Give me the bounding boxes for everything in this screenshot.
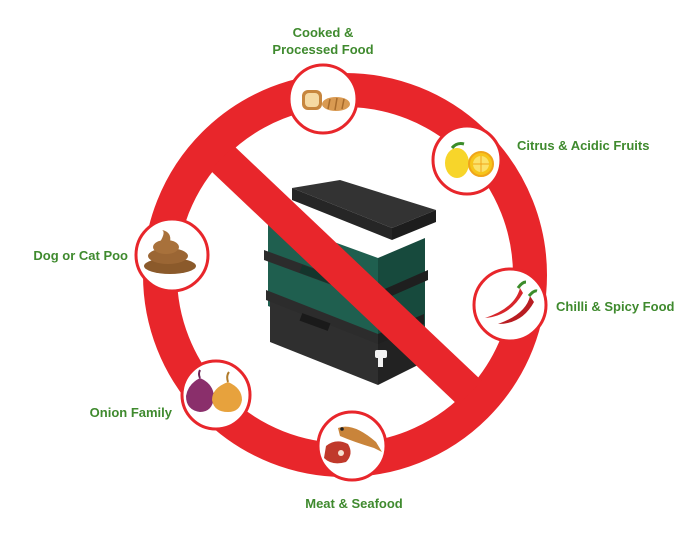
label-citrus: Citrus & Acidic Fruits — [517, 138, 650, 153]
poo-icon — [144, 230, 196, 274]
label-cooked-line1: Cooked & — [292, 25, 354, 40]
cooked-food-icon-circle — [287, 63, 359, 135]
label-cooked-line2: Processed Food — [272, 42, 374, 57]
label-poo: Dog or Cat Poo — [33, 248, 128, 263]
meat-fish-icon — [324, 426, 382, 464]
poo-icon-circle — [134, 217, 210, 293]
label-cooked-food: Cooked & Processed Food — [266, 24, 380, 58]
chilli-icon-circle — [472, 267, 548, 343]
label-onion: Onion Family — [89, 405, 172, 420]
prohibition-slash — [210, 145, 482, 406]
citrus-icon-circle — [431, 124, 503, 196]
label-meat-seafood: Meat & Seafood — [305, 496, 403, 511]
chilli-icon — [485, 280, 538, 324]
bread-icon — [302, 90, 350, 111]
onion-icon — [186, 369, 242, 412]
label-chilli: Chilli & Spicy Food — [556, 299, 675, 314]
onion-icon-circle — [180, 359, 252, 431]
lemon-icon — [445, 142, 494, 178]
meat-icon-circle — [316, 410, 388, 482]
